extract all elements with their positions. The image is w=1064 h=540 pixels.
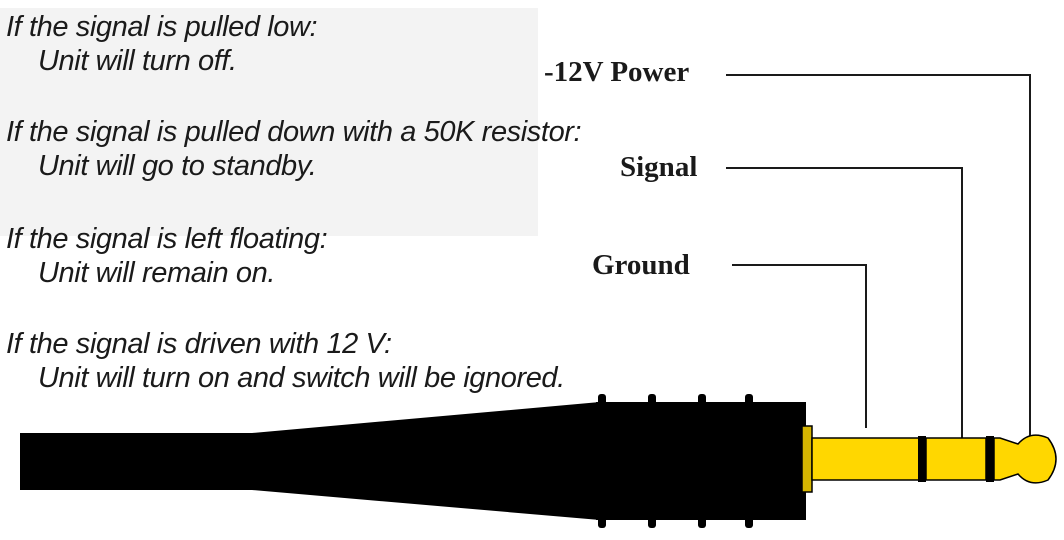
label-signal: Signal — [620, 151, 698, 183]
label-power: -12V Power — [544, 56, 690, 88]
condition-text: If the signal is driven with 12 V: — [6, 328, 392, 360]
sleeve-contact — [811, 437, 921, 481]
signal-leader-line — [726, 167, 963, 440]
condition-text: If the signal is left floating: — [6, 223, 328, 255]
result-text: Unit will turn on and switch will be ign… — [38, 362, 565, 394]
notes-background-panel — [0, 8, 538, 236]
ground-leader-line — [732, 264, 867, 428]
result-text: Unit will go to standby. — [38, 150, 317, 182]
condition-text: If the signal is pulled down with a 50K … — [6, 116, 582, 148]
condition-50k-resistor: If the signal is pulled down with a 50K … — [6, 115, 582, 183]
grip-ridges — [598, 394, 753, 528]
insulator-ring-2 — [986, 436, 994, 482]
condition-pulled-low: If the signal is pulled low: Unit will t… — [6, 10, 318, 78]
condition-floating: If the signal is left floating: Unit wil… — [6, 222, 328, 290]
insulator-ring-1 — [918, 436, 926, 482]
power-leader-line — [726, 74, 1031, 440]
condition-text: If the signal is pulled low: — [6, 11, 318, 43]
cable — [20, 402, 600, 520]
ring-contact — [925, 437, 987, 481]
label-ground: Ground — [592, 249, 690, 281]
tip-contact — [993, 434, 1057, 484]
result-text: Unit will turn off. — [38, 45, 237, 77]
plug-collar — [801, 425, 813, 493]
result-text: Unit will remain on. — [38, 257, 275, 289]
condition-driven-12v: If the signal is driven with 12 V: Unit … — [6, 327, 565, 395]
